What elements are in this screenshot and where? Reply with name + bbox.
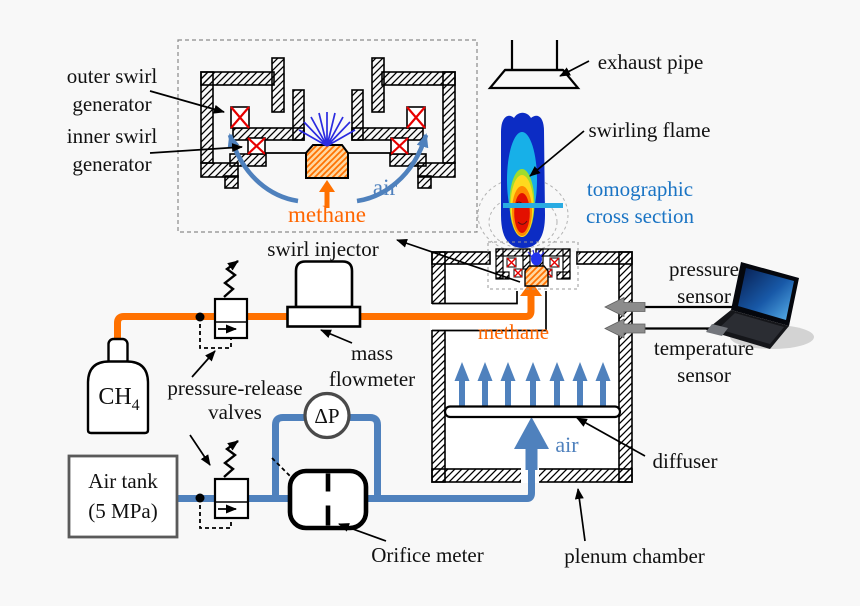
plenum-chamber-pointer: [574, 488, 586, 542]
release-valve-pointer-2: [189, 434, 211, 466]
diffuser-plate: [443, 405, 622, 419]
air-tank-shape: [67, 454, 179, 539]
methane-nozzle: [305, 144, 349, 179]
methane-flow-arrow: [319, 180, 335, 208]
exhaust-pipe-pointer: [559, 60, 590, 77]
air-flow-arrow-right: [356, 133, 429, 204]
pressure-release-valve-air: [195, 440, 250, 529]
swirling-flame-pointer: [529, 130, 585, 177]
diffuser-assembly: [443, 362, 622, 419]
swirl-injector-pointer: [396, 238, 521, 283]
temperature-sensor-probe: [604, 318, 646, 339]
outer-swirl-generator-right: [406, 106, 426, 129]
inner-swirl-pointer: [149, 143, 243, 154]
tomographic-cross-section-line: [503, 203, 563, 208]
ch4-cylinder-shape: [86, 337, 150, 435]
orifice-meter-pointer: [338, 523, 387, 542]
diffuser-flow-arrows: [454, 362, 611, 406]
inset-left-housing: [200, 57, 305, 189]
chamber-wall-top-right: [576, 251, 633, 265]
mini-flame: [527, 249, 545, 266]
chamber-wall-top-left: [431, 251, 491, 265]
swirling-flame-image: [477, 112, 569, 253]
leader-arrows: [149, 60, 646, 542]
diffuser-pointer: [576, 417, 646, 457]
flame-spray: [298, 112, 356, 147]
outer-swirl-generator-left: [230, 106, 250, 129]
chamber-wall-left: [431, 251, 446, 483]
swirl-injector-inset: [177, 39, 478, 233]
air-pipe: [176, 468, 535, 502]
air-arrow-shaft: [525, 446, 538, 470]
inner-swirl-generator-left: [247, 137, 266, 155]
mini-methane-nozzle: [524, 265, 549, 287]
inner-swirl-generator-right: [390, 137, 409, 155]
mass-flowmeter-pointer: [320, 329, 353, 344]
outer-swirl-pointer: [149, 90, 225, 114]
methane-duct-casing: [432, 291, 547, 332]
release-valve-pointer-1: [191, 350, 216, 378]
orifice-meter-shape: [271, 457, 369, 531]
inset-dashed-border: [177, 39, 478, 233]
inset-right-housing: [351, 57, 456, 189]
exhaust-pipe-shape: [487, 40, 581, 90]
pressure-release-valve-methane: [195, 260, 249, 349]
laptop-image: [706, 262, 814, 349]
spring-symbol: [223, 440, 239, 478]
delta-p-gauge: [303, 391, 351, 440]
pressure-sensor-probe: [604, 296, 646, 318]
methane-pipe-arrowhead: [520, 281, 542, 296]
spring-symbol: [223, 260, 239, 298]
mass-flowmeter-shape: [286, 260, 362, 328]
air-arrow-head: [514, 417, 549, 449]
